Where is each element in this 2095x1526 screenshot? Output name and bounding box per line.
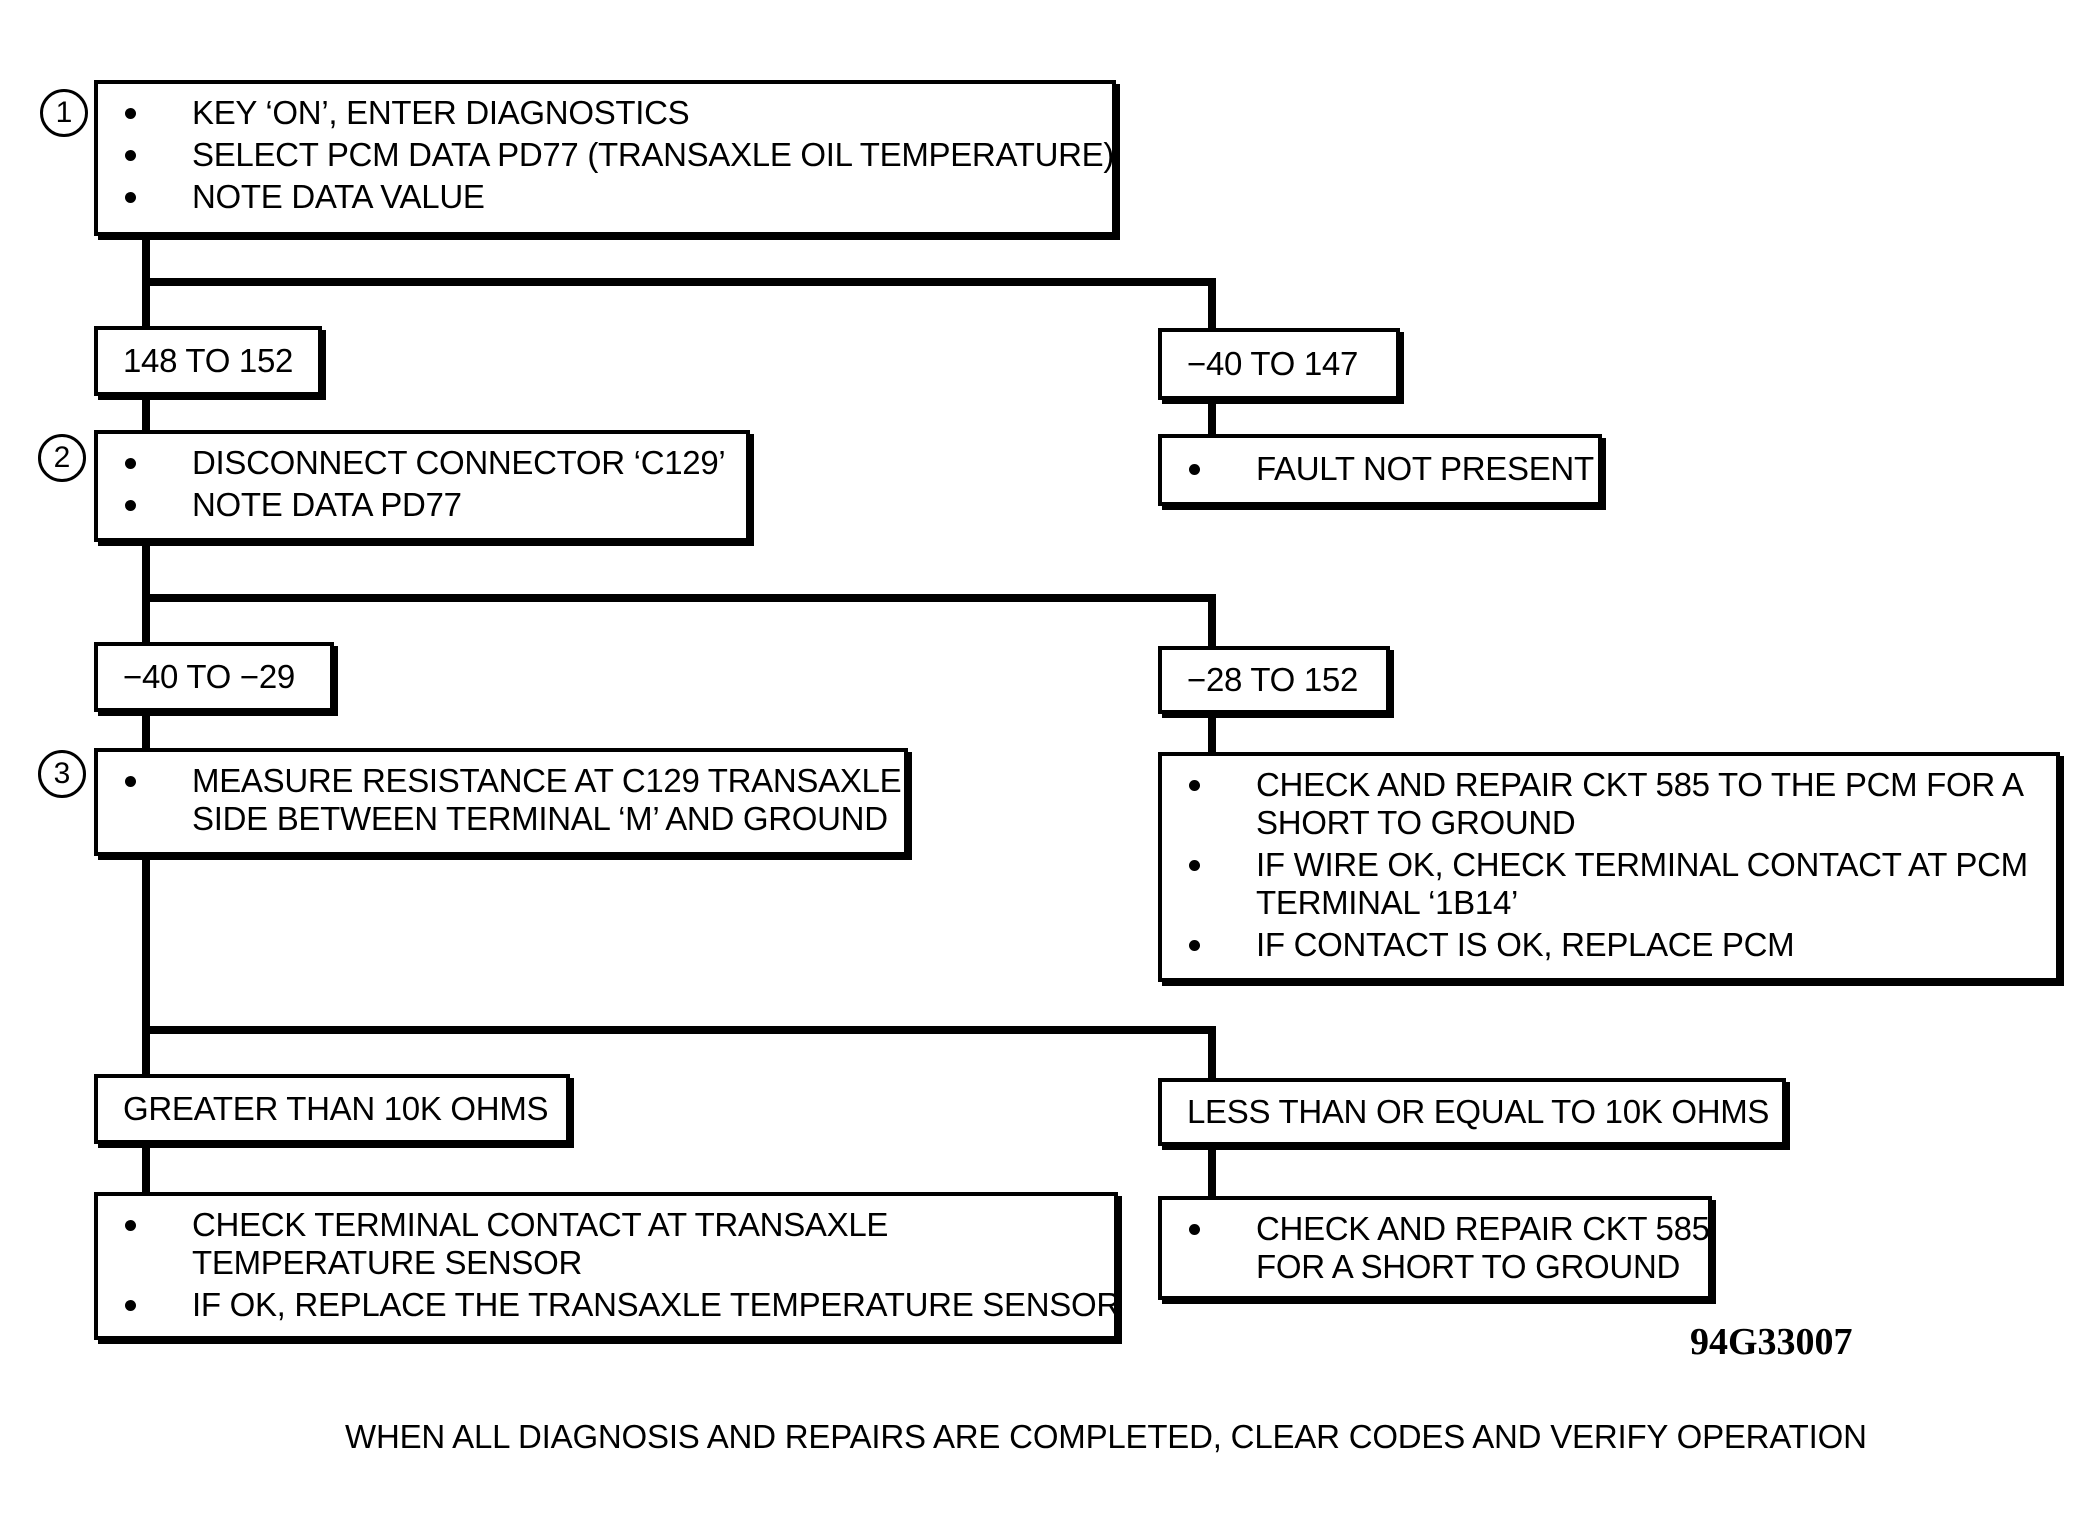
outcome-neg40-to-147: −40 TO 147 [1158, 328, 1400, 400]
list-item: CHECK AND REPAIR CKT 585 FOR A SHORT TO … [1182, 1210, 1710, 1286]
flow-line [146, 1026, 1216, 1078]
list-item: KEY ‘ON’, ENTER DIAGNOSTICS [118, 94, 1096, 132]
list-item: IF CONTACT IS OK, REPLACE PCM [1182, 926, 2040, 964]
outcome-greater-than-10k: GREATER THAN 10K OHMS [94, 1074, 570, 1144]
bullet-icon [125, 1300, 136, 1311]
list-item: NOTE DATA VALUE [118, 178, 1096, 216]
check-ckt585-box: CHECK AND REPAIR CKT 585 FOR A SHORT TO … [1158, 1196, 1712, 1300]
list-item-text: CHECK TERMINAL CONTACT AT TRANSAXLE TEMP… [192, 1206, 889, 1281]
list-item-text: CHECK AND REPAIR CKT 585 FOR A SHORT TO … [1256, 1210, 1710, 1285]
bullet-icon [125, 150, 136, 161]
list-item-text: IF OK, REPLACE THE TRANSAXLE TEMPERATURE… [192, 1286, 1120, 1323]
list-item: DISCONNECT CONNECTOR ‘C129’ [118, 444, 730, 482]
list-item: CHECK TERMINAL CONTACT AT TRANSAXLE TEMP… [118, 1206, 1098, 1282]
outcome-le-10k: LESS THAN OR EQUAL TO 10K OHMS [1158, 1078, 1786, 1146]
list-item-text: IF WIRE OK, CHECK TERMINAL CONTACT AT PC… [1256, 846, 2028, 921]
flow-line [146, 594, 1216, 646]
bullet-icon [1189, 860, 1200, 871]
outcome-148-to-152: 148 TO 152 [94, 326, 322, 396]
list-item-text: MEASURE RESISTANCE AT C129 TRANSAXLE SID… [192, 762, 902, 837]
outcome-neg40-to-neg29: −40 TO −29 [94, 642, 334, 712]
bullet-icon [125, 108, 136, 119]
outcome-neg28-to-152: −28 TO 152 [1158, 646, 1390, 714]
step-1-marker: 1 [40, 89, 88, 137]
bullet-icon [1189, 780, 1200, 791]
list-item-text: IF CONTACT IS OK, REPLACE PCM [1256, 926, 1795, 963]
bullet-icon [125, 776, 136, 787]
bullet-icon [125, 192, 136, 203]
list-item: FAULT NOT PRESENT [1182, 450, 1594, 488]
fault-not-present-box: FAULT NOT PRESENT [1158, 434, 1602, 506]
step-3-box: MEASURE RESISTANCE AT C129 TRANSAXLE SID… [94, 748, 908, 856]
step-2-box: DISCONNECT CONNECTOR ‘C129’ NOTE DATA PD… [94, 430, 750, 542]
list-item: IF WIRE OK, CHECK TERMINAL CONTACT AT PC… [1182, 846, 2040, 922]
list-item-text: DISCONNECT CONNECTOR ‘C129’ [192, 444, 726, 481]
list-item-text: NOTE DATA VALUE [192, 178, 485, 215]
check-ckt585-pcm-box: CHECK AND REPAIR CKT 585 TO THE PCM FOR … [1158, 752, 2060, 982]
bullet-icon [1189, 1224, 1200, 1235]
bullet-icon [125, 500, 136, 511]
list-item: NOTE DATA PD77 [118, 486, 730, 524]
list-item: SELECT PCM DATA PD77 (TRANSAXLE OIL TEMP… [118, 136, 1114, 174]
footer-note: WHEN ALL DIAGNOSIS AND REPAIRS ARE COMPL… [345, 1418, 1867, 1455]
step-3-marker: 3 [38, 750, 86, 798]
bullet-icon [125, 458, 136, 469]
bullet-icon [1189, 464, 1200, 475]
list-item-text: NOTE DATA PD77 [192, 486, 462, 523]
list-item-text: KEY ‘ON’, ENTER DIAGNOSTICS [192, 94, 690, 131]
list-item-text: FAULT NOT PRESENT [1256, 450, 1594, 487]
bullet-icon [1189, 940, 1200, 951]
step-2-marker: 2 [38, 434, 86, 482]
bullet-icon [125, 1220, 136, 1231]
step-1-box: KEY ‘ON’, ENTER DIAGNOSTICS SELECT PCM D… [94, 80, 1116, 236]
list-item-text: CHECK AND REPAIR CKT 585 TO THE PCM FOR … [1256, 766, 2024, 841]
list-item: CHECK AND REPAIR CKT 585 TO THE PCM FOR … [1182, 766, 2040, 842]
list-item: MEASURE RESISTANCE AT C129 TRANSAXLE SID… [118, 762, 902, 838]
flow-line [146, 278, 1216, 328]
list-item-text: SELECT PCM DATA PD77 (TRANSAXLE OIL TEMP… [192, 136, 1115, 173]
list-item: IF OK, REPLACE THE TRANSAXLE TEMPERATURE… [118, 1286, 1120, 1324]
figure-id: 94G33007 [1690, 1321, 1853, 1363]
check-sensor-box: CHECK TERMINAL CONTACT AT TRANSAXLE TEMP… [94, 1192, 1120, 1340]
